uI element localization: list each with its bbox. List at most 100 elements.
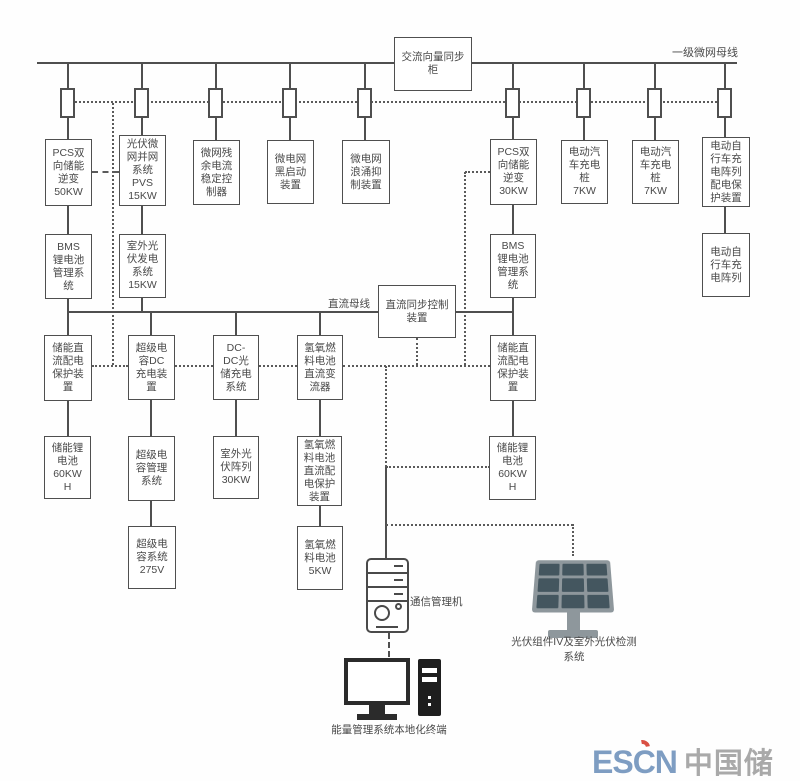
server-slot [368,574,407,588]
node-pv-grid-pvs-15kw: 光伏微 网并网 系统 PVS 15KW [119,135,166,206]
dotted-signal-line [464,172,466,365]
connector-line [150,501,152,526]
circuit-breaker [208,88,223,118]
node-ess-battery-left: 储能锂 电池 60KW H [44,436,91,499]
dotted-signal-line [175,365,213,367]
dotted-signal-line [465,171,490,173]
node-ac-sync-cabinet: 交流向量同步 柜 [394,37,472,91]
node-supercap-dc: 超级电 容DC 充电装 置 [128,335,175,400]
dotted-signal-line [386,524,573,526]
node-residual-current: 微网残 余电流 稳定控 制器 [193,140,240,205]
tower-led [428,696,431,699]
dotted-signal-line [416,338,418,365]
node-ebike-array: 电动自 行车充 电阵列 [702,233,750,297]
dotted-signal-line [68,101,724,103]
circuit-breaker [60,88,75,118]
comm-manager-label: 通信管理机 [410,596,463,608]
connector-line [512,118,514,139]
tower-vent [422,668,437,673]
circuit-breaker [134,88,149,118]
node-bms-left: BMS 锂电池 管理系 统 [45,234,92,299]
node-ev-charger-2: 电动汽 车充电 桩 7KW [632,140,679,204]
connector-line [215,118,217,140]
connector-line [289,118,291,140]
connector-line [215,64,217,88]
connector-line [364,64,366,88]
pv-test-label: 光伏组件IV及室外光伏检测 系统 [511,636,637,663]
node-h2-converter: 氢氧燃 料电池 直流变 流器 [297,335,343,400]
connector-line [67,299,69,335]
connector-line [150,312,152,335]
connector-line [364,118,366,140]
connector-line [583,118,585,140]
connector-line [141,298,143,312]
connector-line [512,205,514,234]
connector-line [654,118,656,140]
node-pv-array-30kw: 室外光 伏阵列 30KW [213,436,259,499]
dc-bus-label: 直流母线 [328,298,370,310]
node-pcs-50kw: PCS双 向储能 逆变 50KW [45,139,92,206]
server-baseline [376,626,398,628]
solar-panel-pole [566,608,580,630]
monitor-base [357,714,397,720]
node-pcs-30kw: PCS双 向储能 逆变 30KW [490,139,537,205]
ac-bus-label: 一级微网母线 [672,47,738,59]
connector-line [67,118,69,139]
pc-tower-icon [418,659,441,716]
connector-line [385,467,387,558]
dotted-signal-line [572,524,574,556]
dashed-signal-line [388,633,390,657]
connector-line [724,118,726,137]
connector-line [724,64,726,88]
node-ess-dc-prot-right: 储能直 流配电 保护装 置 [490,335,536,401]
node-ev-charger-1: 电动汽 车充电 桩 7KW [561,140,608,204]
server-drive-circle [374,605,390,621]
node-dc-sync-control: 直流同步控制 装置 [378,285,456,338]
dc-bus-line [456,311,514,313]
monitor-icon [344,658,410,705]
connector-line [141,64,143,88]
connector-line [289,64,291,88]
solar-panel-icon [530,558,616,638]
connector-line [150,400,152,436]
circuit-breaker [282,88,297,118]
dotted-signal-line [259,365,297,367]
dotted-signal-line [386,466,490,468]
node-bms-right: BMS 锂电池 管理系 统 [490,234,536,298]
node-black-start: 微电网 黑启动 装置 [267,140,314,204]
connector-line [319,312,321,335]
connector-line [512,298,514,335]
node-supercap-275v: 超级电 容系统 275V [128,526,176,589]
tower-vent [422,677,437,682]
dc-bus-line [68,311,378,313]
node-h2-cell-5kw: 氢氧燃 料电池 5KW [297,526,343,590]
node-dcdc-pv-storage: DC- DC光 储充电 系统 [213,335,259,400]
server-led-circle [395,603,402,610]
circuit-breaker [357,88,372,118]
connector-line [583,64,585,88]
connector-line [67,206,69,234]
escn-site-name: 中国储能网 [683,748,774,780]
node-outdoor-pv-15kw: 室外光 伏发电 系统 15KW [119,234,166,298]
connector-line [319,400,321,436]
connector-line [654,64,656,88]
circuit-breaker [576,88,591,118]
circuit-breaker [717,88,732,118]
escn-logo-text: ESCN [592,744,678,780]
connector-line [67,401,69,436]
connector-line [512,64,514,88]
circuit-breaker [505,88,520,118]
tower-led [428,703,431,706]
connector-line [67,64,69,88]
node-ess-dc-prot-left: 储能直 流配电 保护装 置 [44,335,92,401]
connector-line [141,118,143,135]
connector-line [235,312,237,335]
solar-panel-base [548,630,598,638]
dotted-signal-line [92,171,119,173]
connector-line [235,400,237,436]
monitor-stand [369,705,385,714]
escn-logo: ESCN 中国储能网 [592,737,800,781]
dotted-signal-line [92,365,128,367]
server-slot [368,560,407,574]
